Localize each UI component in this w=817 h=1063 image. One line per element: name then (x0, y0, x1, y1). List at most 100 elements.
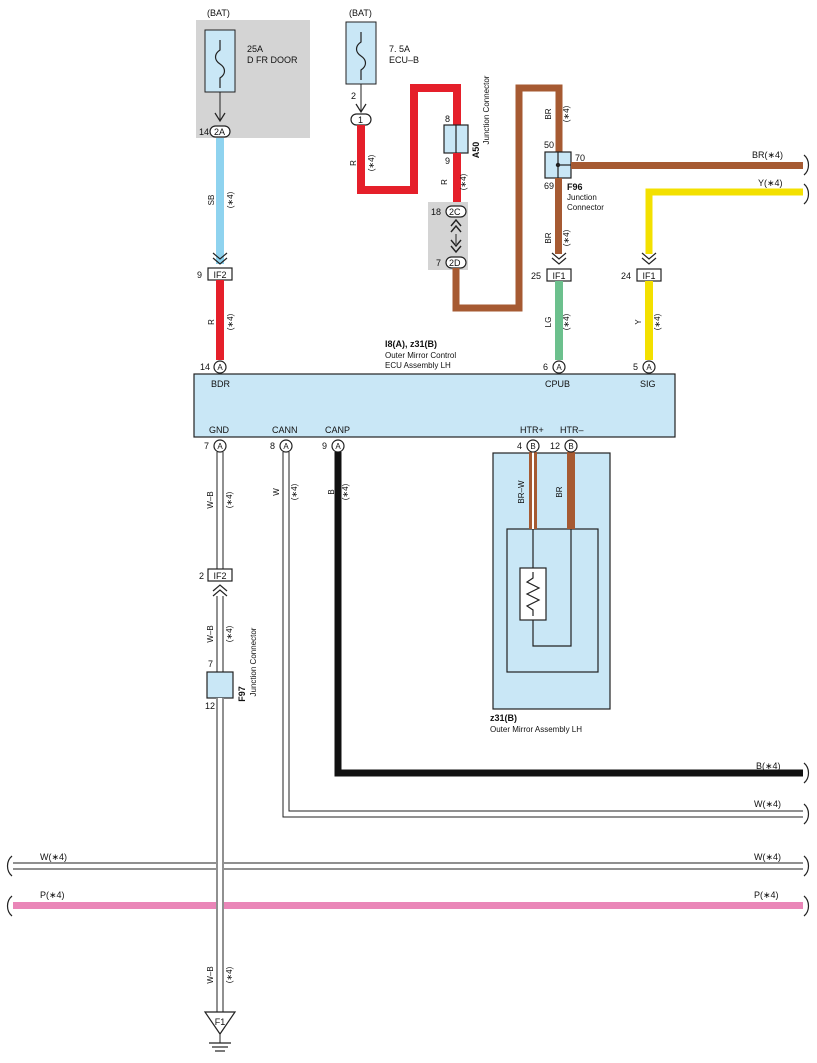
svg-text:B: B (568, 442, 573, 451)
right-label-b: B(∗4) (756, 761, 781, 771)
ecu-term-htrm: HTR– (560, 425, 584, 435)
wire-wb1-label: W–B (206, 491, 215, 508)
svg-text:A: A (217, 442, 223, 451)
fuse2-source: (BAT) (349, 8, 372, 18)
wire-br-right (571, 162, 803, 169)
ecu-line1: Outer Mirror Control (385, 351, 456, 360)
svg-text:4: 4 (517, 441, 522, 451)
wire-y-sig (645, 281, 653, 360)
wire-br-f96 (452, 84, 563, 312)
ecu-term-gnd: GND (209, 425, 230, 435)
wire-break-icon (6, 855, 13, 877)
svg-text:A: A (556, 363, 562, 372)
wire-r1-star: (∗4) (367, 154, 376, 171)
wire-y-label: Y (634, 319, 643, 325)
f97-id: F97 (237, 686, 247, 702)
wire-w-star: (∗4) (290, 483, 299, 500)
right-label-w-upper: W(∗4) (754, 799, 781, 809)
conn-2d-pin: 7 (436, 258, 441, 268)
ecu-term-cann: CANN (272, 425, 298, 435)
svg-text:B: B (530, 442, 535, 451)
ground-f1: F1 (203, 1011, 237, 1052)
terminal-htrp: B 4 (517, 439, 540, 453)
wire-b-label: B (327, 489, 336, 494)
terminal-cann: A 8 (270, 439, 293, 453)
wire-r2-label: R (440, 179, 449, 185)
conn-2d-chevron-icon (450, 239, 462, 254)
conn-1-label: 1 (358, 115, 363, 125)
wire-r-a50 (357, 84, 461, 194)
wire-br-htr (567, 452, 575, 529)
wire-br1-star: (∗4) (562, 105, 571, 122)
connector-if2-bottom: IF2 2 (199, 568, 233, 597)
connector-2c (445, 205, 467, 218)
ecu-term-cpub: CPUB (545, 379, 570, 389)
terminal-gnd: A 7 (204, 439, 227, 453)
conn-2c-label: 2C (449, 207, 461, 217)
wire-r-bdr-label: R (207, 319, 216, 325)
svg-text:12: 12 (550, 441, 560, 451)
fuse1-name: D FR DOOR (247, 55, 298, 65)
wire-break-icon (6, 895, 13, 917)
ground-name: F1 (215, 1017, 226, 1027)
svg-text:7: 7 (204, 441, 209, 451)
if1-right-chevron-icon (641, 252, 657, 265)
conn-2c-pin: 18 (431, 207, 441, 217)
wire-wb2-star: (∗4) (225, 625, 234, 642)
if2-bot-chevron-icon (212, 584, 228, 597)
fuse1-symbol-icon (214, 40, 226, 88)
right-label-w-right: W(∗4) (754, 852, 781, 862)
wire-p-bus (13, 902, 803, 909)
right-label-y: Y(∗4) (758, 178, 783, 188)
right-label-p-right: P(∗4) (754, 890, 779, 900)
wire-break-icon (803, 154, 810, 176)
wire-br2-label: BR (544, 232, 553, 243)
mirror-id: z31(B) (490, 713, 517, 723)
conn-2a-label: 2A (214, 127, 225, 137)
wire-w-bus (13, 862, 803, 870)
wire-b-star: (∗4) (341, 483, 350, 500)
terminal-canp: A 9 (322, 439, 345, 453)
conn-2c-chevron-icon (450, 218, 462, 233)
svg-text:8: 8 (270, 441, 275, 451)
wire-w-b-gnd (216, 452, 224, 570)
outer-mirror-assembly: z31(B) Outer Mirror Assembly LH (490, 452, 611, 734)
connector-if1-left: IF1 25 (531, 252, 572, 282)
junction-block-2c-2d: 2C 18 2D 7 (428, 202, 468, 270)
terminal-sig: A 5 (633, 360, 656, 374)
f97-pin-top: 7 (208, 659, 213, 669)
fuse2-rating: 7. 5A (389, 44, 410, 54)
if1-left-chevron-icon (551, 252, 567, 265)
svg-text:6: 6 (543, 362, 548, 372)
wire-br2-star: (∗4) (562, 229, 571, 246)
fuse-d-fr-door: (BAT) 25A D FR DOOR 2A 14 (196, 8, 310, 138)
svg-text:A: A (646, 363, 652, 372)
f96-pin-right: 70 (575, 153, 585, 163)
wire-r-bdr-star: (∗4) (226, 313, 235, 330)
if1-right-pin: 24 (621, 271, 631, 281)
conn-2d-label: 2D (449, 258, 461, 268)
if1-right-name: IF1 (642, 271, 655, 281)
wire-break-icon (803, 183, 810, 205)
f96-label2: Connector (567, 203, 604, 212)
connector-if1-right: IF1 24 (621, 252, 662, 282)
if1-left-pin: 25 (531, 271, 541, 281)
f96-id: F96 (567, 182, 583, 192)
wire-br3-label: BR (555, 486, 564, 497)
f97-pin-bot: 12 (205, 701, 215, 711)
wire-break-icon (803, 895, 810, 917)
svg-text:A: A (217, 363, 223, 372)
f96-pin-bot: 69 (544, 181, 554, 191)
wire-w-cann (288, 452, 803, 812)
wire-brw-label: BR–W (517, 480, 526, 504)
wire-y-star: (∗4) (653, 313, 662, 330)
ecu-term-canp: CANP (325, 425, 350, 435)
f96-pin-top: 50 (544, 140, 554, 150)
if2-top-name: IF2 (213, 270, 226, 280)
ground-triangle-icon (203, 1011, 237, 1036)
fuse2-name: ECU–B (389, 55, 419, 65)
ecu-term-sig: SIG (640, 379, 656, 389)
junction-connector-f96: 50 70 69 F96 Junction Connector (544, 140, 604, 212)
left-label-p: P(∗4) (40, 890, 65, 900)
f96-label1: Junction (567, 193, 597, 202)
